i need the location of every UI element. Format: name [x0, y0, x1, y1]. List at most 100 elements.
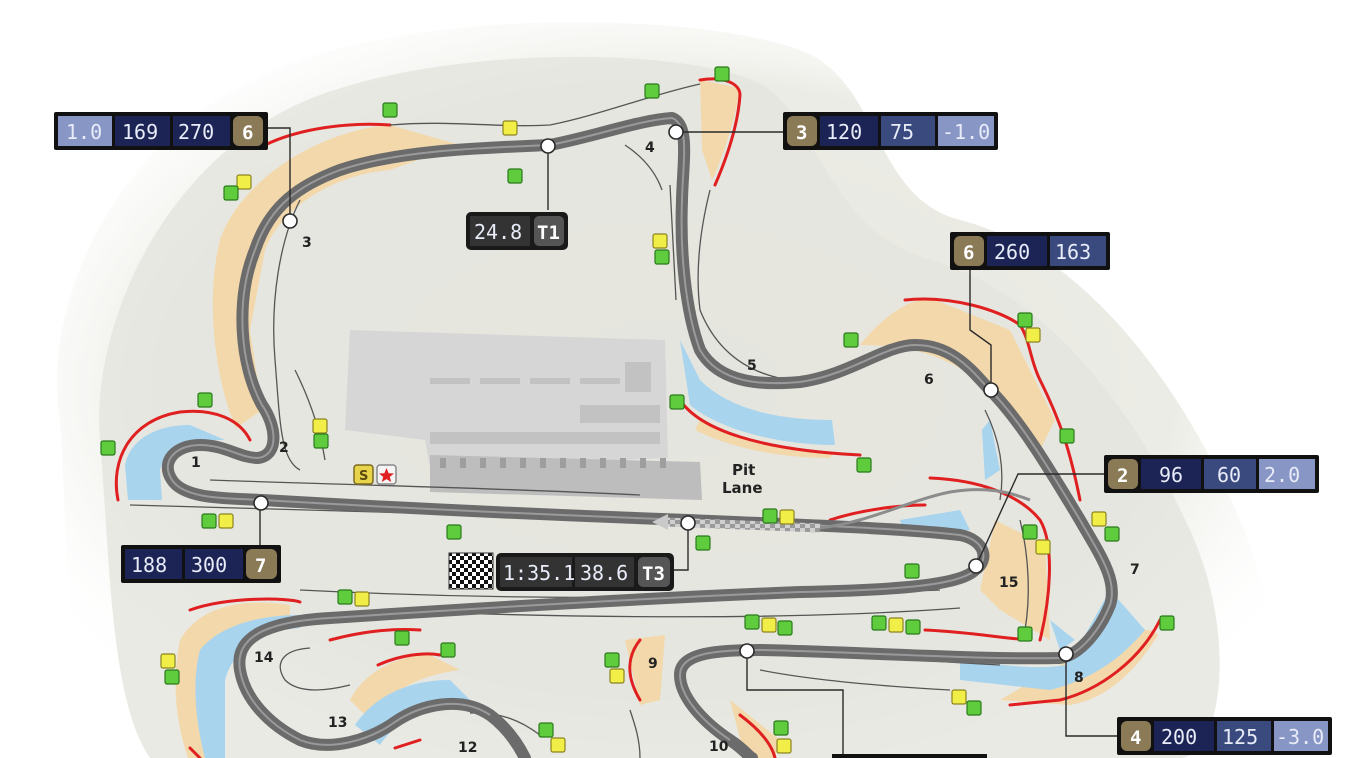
- callout-turn3-speed-out: 270: [178, 120, 214, 144]
- callout-turn15-g: 2.0: [1264, 463, 1300, 487]
- green-marker: [856, 457, 872, 473]
- green-marker: [1017, 312, 1033, 328]
- green-marker: [1017, 626, 1033, 642]
- callout-turn6[interactable]: 6 260 163: [950, 232, 1110, 270]
- green-marker: [604, 652, 620, 668]
- callout-turn15-speed-out: 60: [1217, 463, 1241, 487]
- yellow-marker: [1035, 539, 1051, 555]
- chequered-flag-icon: [448, 552, 494, 590]
- turn-number-3: 3: [302, 235, 312, 251]
- callout-turn1-speed-in: 188: [131, 553, 167, 577]
- turn-number-8: 8: [1074, 670, 1084, 686]
- green-marker: [744, 614, 760, 630]
- callout-turn6-gear: 6: [963, 242, 974, 264]
- green-marker: [669, 394, 685, 410]
- callout-sector1-time: 24.8: [474, 220, 522, 244]
- callout-turn4-speed-out: 75: [890, 120, 914, 144]
- green-marker: [538, 722, 554, 738]
- turn-number-5: 5: [747, 358, 757, 374]
- yellow-marker: [160, 653, 176, 669]
- callout-sector1-tag: T1: [537, 222, 560, 244]
- callout-turn4-gear: 3: [796, 122, 807, 144]
- yellow-marker: [761, 617, 777, 633]
- turn-number-13: 13: [328, 715, 347, 731]
- turn-number-10: 10: [709, 739, 729, 755]
- green-marker: [695, 535, 711, 551]
- turn-number-2: 2: [279, 440, 289, 456]
- callout-turn3-gear: 6: [242, 122, 253, 144]
- green-marker: [507, 168, 523, 184]
- yellow-marker: [550, 737, 566, 753]
- yellow-marker: [1025, 327, 1041, 343]
- callout-turn4-g: -1.0: [942, 120, 990, 144]
- turn-number-4: 4: [645, 140, 655, 156]
- callout-turn6-speed-out: 163: [1055, 240, 1091, 264]
- callout-lap-tag: T3: [642, 563, 665, 585]
- turn-number-9: 9: [648, 656, 658, 672]
- yellow-marker: [1091, 511, 1107, 527]
- green-marker: [762, 508, 778, 524]
- turn-number-6: 6: [924, 372, 934, 388]
- green-marker: [197, 392, 213, 408]
- green-marker: [313, 433, 329, 449]
- green-marker: [100, 440, 116, 456]
- pit-lane-entry: [819, 488, 1031, 530]
- green-marker: [966, 700, 982, 716]
- yellow-marker: [652, 233, 668, 249]
- callout-turn3-entry: 1.0: [66, 120, 102, 144]
- yellow-marker: [888, 617, 904, 633]
- callout-turn15[interactable]: 2 96 60 2.0: [1104, 455, 1319, 493]
- yellow-marker: [779, 509, 795, 525]
- yellow-marker: [502, 120, 518, 136]
- yellow-marker: [354, 591, 370, 607]
- callout-lap-time: 1:35.1: [503, 561, 575, 585]
- pit-lane-label: Pit Lane: [722, 461, 763, 497]
- green-marker: [904, 563, 920, 579]
- callout-turn8-g: -3.0: [1276, 725, 1324, 749]
- star-icon: [379, 468, 394, 482]
- green-marker: [382, 102, 398, 118]
- yellow-marker: [951, 689, 967, 705]
- start-marker: S: [353, 464, 397, 485]
- turn-number-1: 1: [191, 455, 201, 471]
- callout-turn1-speed-out: 300: [191, 553, 227, 577]
- green-marker: [871, 615, 887, 631]
- green-marker: [446, 524, 462, 540]
- callout-sector1[interactable]: 24.8 T1: [466, 212, 568, 250]
- green-marker: [1104, 526, 1120, 542]
- green-marker: [1059, 428, 1075, 444]
- callout-turn10-partial: [832, 754, 987, 758]
- callout-turn15-gear: 2: [1117, 465, 1128, 487]
- turn-number-12: 12: [458, 740, 477, 756]
- callout-turn8-speed-in: 200: [1161, 725, 1197, 749]
- callout-turn6-speed-in: 260: [994, 240, 1030, 264]
- callout-turn1[interactable]: 188 300 7: [121, 545, 281, 583]
- callout-turn3[interactable]: 1.0 169 270 6: [54, 112, 268, 150]
- callout-turn4[interactable]: 3 120 75 -1.0: [783, 112, 998, 150]
- green-marker: [773, 720, 789, 736]
- turn-number-14: 14: [254, 650, 274, 666]
- callout-lap[interactable]: 1:35.1 38.6 T3: [448, 552, 674, 591]
- yellow-marker: [236, 174, 252, 190]
- green-marker: [777, 620, 793, 636]
- callout-turn8-gear: 4: [1130, 727, 1141, 749]
- green-marker: [843, 332, 859, 348]
- callout-leaders: [259, 127, 1118, 758]
- pit-exit-arrow: [652, 514, 668, 530]
- track-racing-line: [166, 116, 1113, 741]
- green-marker: [905, 619, 921, 635]
- pit-lane-label-line2: Lane: [722, 479, 763, 497]
- green-marker: [440, 642, 456, 658]
- green-marker: [714, 66, 730, 82]
- green-marker: [644, 83, 660, 99]
- callout-turn15-speed-in: 96: [1159, 463, 1183, 487]
- callout-turn1-gear: 7: [255, 555, 266, 577]
- yellow-marker: [218, 513, 234, 529]
- yellow-marker: [312, 418, 328, 434]
- callout-turn4-speed-in: 120: [826, 120, 862, 144]
- turn-number-15: 15: [999, 575, 1018, 591]
- measurement-points: [253, 124, 1074, 662]
- callout-turn8[interactable]: 4 200 125 -3.0: [1117, 717, 1332, 755]
- callout-lap-sector-time: 38.6: [580, 561, 628, 585]
